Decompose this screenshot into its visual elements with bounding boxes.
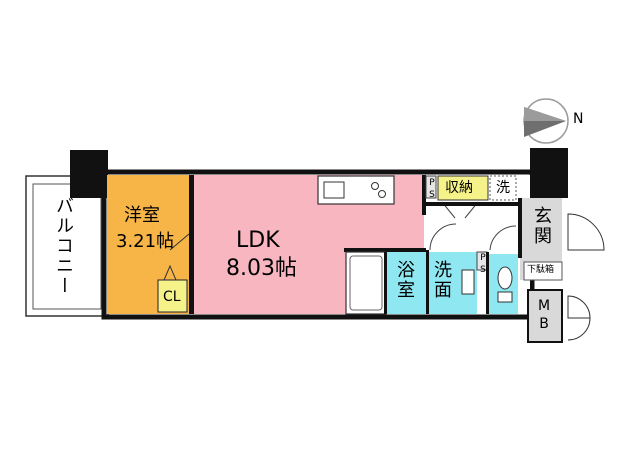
washer-area <box>489 175 517 201</box>
entrance-label: 玄関 <box>531 206 552 246</box>
shoe-box-area <box>523 261 563 281</box>
balcony-area <box>25 175 109 317</box>
kitchen-counter <box>317 175 395 205</box>
bath-area <box>345 251 387 315</box>
shoe-box-label: 下駄箱 <box>527 265 555 275</box>
closet-label: CL <box>163 289 181 305</box>
storage-area <box>437 175 489 201</box>
washer-label: 洗 <box>496 180 510 196</box>
bath-label: 浴室 <box>394 260 415 300</box>
closet-area <box>157 279 188 313</box>
mb-label: MB <box>536 298 552 334</box>
ps-label-bottom: PS <box>478 253 488 277</box>
western-room-size: 3.21帖 <box>116 231 175 252</box>
ps-area-top <box>425 175 437 199</box>
bath-room-area <box>386 252 426 314</box>
western-room-name: 洋室 <box>124 205 160 226</box>
ldk-name: LDK <box>236 228 280 253</box>
washroom-label: 洗面 <box>431 260 452 300</box>
storage-label: 収納 <box>445 180 473 196</box>
ps-label-top: PS <box>427 178 437 202</box>
ldk-size: 8.03帖 <box>226 256 297 281</box>
compass-icon <box>523 98 569 144</box>
balcony-label: バルコニー <box>53 196 74 296</box>
north-label: N <box>573 111 584 127</box>
mb-area <box>527 289 563 343</box>
column-right <box>530 148 568 198</box>
